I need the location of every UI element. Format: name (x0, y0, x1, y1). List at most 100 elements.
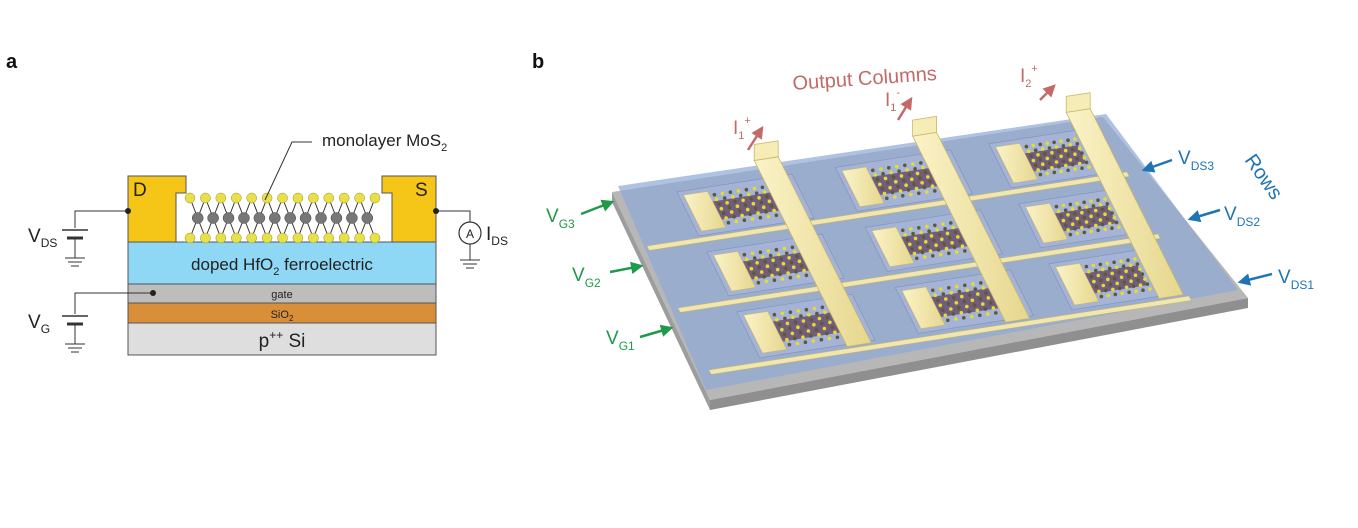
mos2-dot (835, 335, 840, 340)
mos2-label: monolayer MoS2 (322, 131, 447, 154)
gate-label-g3: VG3 (546, 206, 575, 231)
mos2-dot (1112, 260, 1116, 265)
mos2-dot (1073, 137, 1077, 141)
mos2-dot (919, 161, 923, 165)
mos2-dot (895, 164, 899, 169)
mos2-dot (772, 208, 776, 213)
mos2-dot (1080, 210, 1084, 215)
mos2-dot (924, 240, 928, 244)
mos2-dot (951, 312, 956, 316)
mos2-dot (1075, 157, 1080, 161)
mos2-dot (952, 296, 956, 300)
mos2-dot (1050, 150, 1054, 155)
mos2-dot (1119, 259, 1123, 264)
sulfur-atom (323, 232, 334, 244)
mos2-dot (911, 231, 915, 236)
mos2-dot (1050, 166, 1054, 170)
mos2-dot (1133, 273, 1138, 278)
mos2-dot (1091, 219, 1096, 223)
mos2-dot (951, 225, 955, 230)
mos2-dot (1106, 277, 1110, 282)
sulfur-atom (261, 232, 273, 244)
mos2-dot (1073, 212, 1077, 216)
mos2-dot (792, 250, 797, 254)
mos2-dot (823, 310, 827, 315)
mos2-dot (1045, 156, 1050, 161)
mos2-dot (1136, 278, 1140, 283)
mos2-dot (1082, 156, 1087, 160)
row-line (708, 295, 1192, 375)
mos2-dot (822, 326, 827, 331)
mos2-dot (756, 211, 760, 215)
mos2-dot (759, 200, 764, 205)
mos2-dot (1077, 206, 1082, 210)
mos2-dot (913, 236, 918, 241)
mos2-dot (1061, 218, 1066, 223)
mos2-dot (752, 186, 757, 191)
mos2-dot (774, 213, 779, 218)
mos2-dot (883, 176, 888, 181)
mos2-dot (1110, 271, 1114, 276)
mos2-dot (1070, 207, 1075, 211)
mos2-dot (732, 215, 736, 219)
molybdenum-atom (222, 212, 235, 224)
mos2-dot (1091, 263, 1096, 268)
mos2-dot (922, 185, 927, 190)
sulfur-atom (231, 192, 242, 204)
mos2-dot (1127, 290, 1131, 295)
vds-circuit (62, 208, 131, 267)
mos2-dot (1080, 166, 1084, 170)
mos2-dot (941, 308, 945, 313)
mos2-dot (1122, 280, 1126, 285)
mos2-dot (936, 248, 941, 252)
mos2-dot (1105, 202, 1110, 206)
mos2-dot (819, 337, 824, 342)
mos2-dot (905, 168, 909, 172)
mos2-dot (899, 174, 904, 178)
column-tab (1065, 92, 1091, 113)
mos2-dot (1103, 197, 1107, 201)
mos2-dot (933, 223, 937, 228)
mos2-dot (820, 305, 825, 310)
mos2-dot (1052, 155, 1056, 160)
mos2-dot (737, 209, 742, 213)
sulfur-atom (338, 192, 350, 204)
mos2-dot (973, 303, 977, 308)
mos2-dot (712, 192, 717, 197)
mos2-dot (879, 167, 883, 171)
ds-label-ds3: VDS3 (1178, 148, 1214, 173)
mos2-dot (947, 286, 951, 290)
mos2-dot (910, 177, 914, 182)
gate-arrow-g2 (609, 261, 644, 275)
mos2-dot (804, 307, 809, 312)
mos2-dot (965, 288, 970, 293)
mos2-dot (749, 266, 754, 271)
mos2-dot (984, 291, 988, 295)
mos2-dot (799, 314, 803, 318)
mos2-dot (1089, 274, 1094, 279)
mos2-dot (733, 199, 737, 204)
mos2-dot (910, 247, 914, 251)
mos2-dot (1070, 147, 1075, 152)
mos2-dot (722, 196, 727, 200)
mos2-dot (726, 220, 731, 225)
mos2-dot (893, 195, 897, 199)
mos2-dot (1026, 149, 1031, 153)
sulfur-atom (369, 232, 381, 244)
mos2-dot (1093, 208, 1098, 213)
molybdenum-atom (238, 212, 250, 224)
mos2-dot (939, 252, 943, 257)
mos2-dot (970, 314, 974, 319)
sulfur-atom (261, 192, 273, 204)
ds-arrow-ds2 (1187, 208, 1221, 223)
mos2-dot (955, 250, 959, 254)
mos2-dot (923, 170, 928, 174)
mos2-leader-line (264, 141, 312, 201)
sulfur-atom (200, 232, 211, 244)
panel-b: b Output Columns I1+ I1- I2+ VG3 VG2 VG1… (532, 51, 1314, 410)
mos2-dot (746, 192, 751, 197)
mos2-dot (927, 229, 931, 233)
sulfur-atom (308, 232, 319, 244)
mos2-dot (1063, 223, 1068, 227)
mos2-dot (1040, 162, 1045, 166)
